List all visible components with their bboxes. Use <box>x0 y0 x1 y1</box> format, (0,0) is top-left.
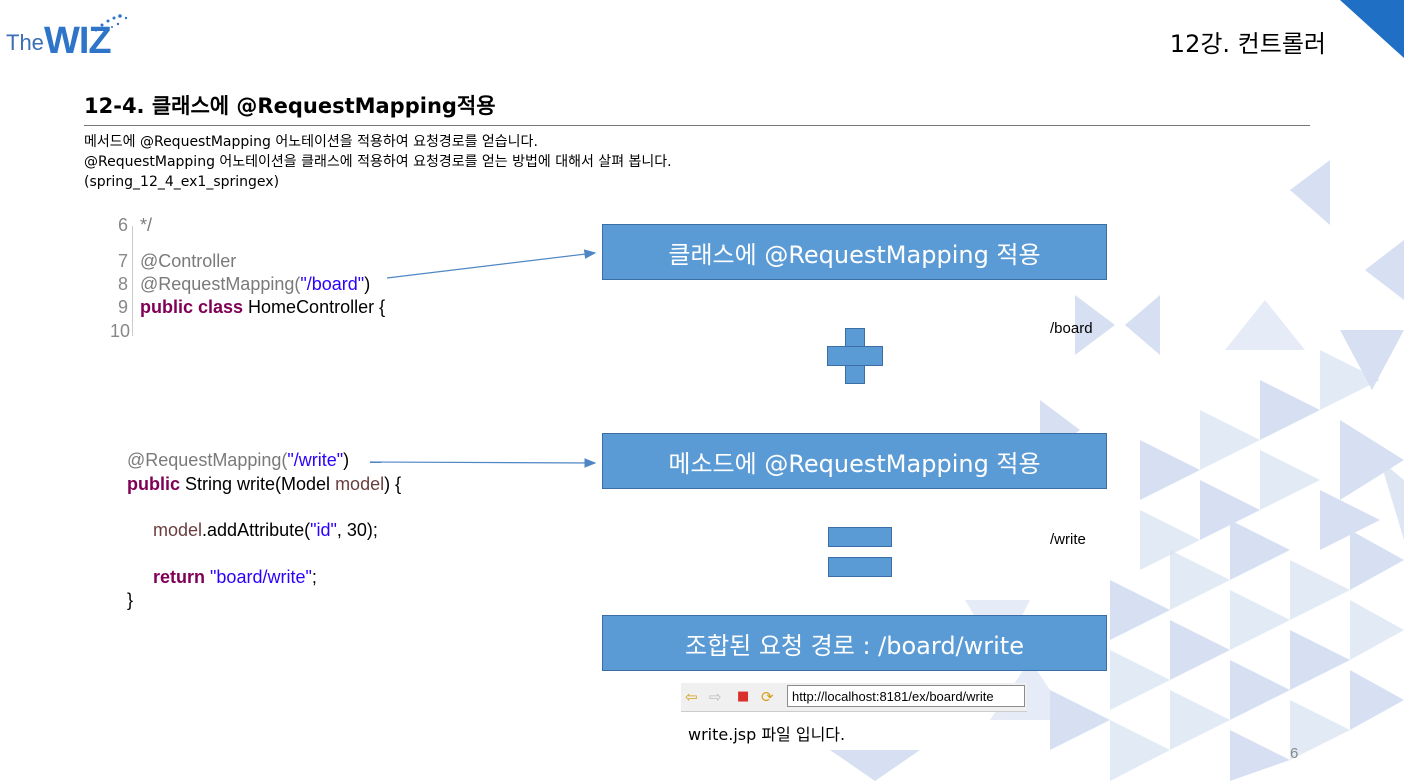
code-line: model.addAttribute("id", 30); <box>153 520 378 540</box>
code-line: public String write(Model model) { <box>127 474 402 494</box>
logo-wiz: WIZ <box>44 20 112 62</box>
code-line: 6*/ <box>117 215 153 235</box>
title-divider <box>84 125 1310 126</box>
combined-path-box: 조합된 요청 경로 : /board/write <box>602 615 1107 671</box>
sparkle-icon <box>94 14 128 32</box>
description-line: @RequestMapping 어노테이션을 클래스에 적용하여 요청경로를 얻… <box>84 154 672 170</box>
gutter-divider <box>132 226 133 336</box>
class-mapping-box: 클래스에 @RequestMapping 적용 <box>602 224 1107 280</box>
code-line: } <box>127 590 134 610</box>
back-icon[interactable]: ⇦ <box>685 688 698 706</box>
equals-icon <box>828 527 892 577</box>
code-line: 8@RequestMapping("/board") <box>117 274 371 294</box>
description-line: (spring_12_4_ex1_springex) <box>84 174 280 190</box>
result-text: write.jsp 파일 입니다. <box>688 725 846 744</box>
description-line: 메서드에 @RequestMapping 어노테이션을 적용하여 요청경로를 얻… <box>84 134 538 150</box>
board-path-label: /board <box>1050 320 1093 337</box>
arrow-method <box>369 458 597 468</box>
logo-the: The <box>6 30 44 55</box>
lecture-title: 12강. 컨트롤러 <box>1169 30 1326 58</box>
plus-icon <box>827 328 883 384</box>
refresh-icon[interactable]: ⟳ <box>761 688 774 706</box>
code-line: @RequestMapping("/write") <box>127 450 350 470</box>
forward-icon[interactable]: ⇨ <box>709 688 722 706</box>
method-mapping-box: 메소드에 @RequestMapping 적용 <box>602 433 1107 489</box>
page-number: 6 <box>1290 745 1299 762</box>
code-line: 10 <box>110 321 131 341</box>
description: 메서드에 @RequestMapping 어노테이션을 적용하여 요청경로를 얻… <box>84 132 672 192</box>
code-line: 7@Controller <box>117 251 237 271</box>
browser-toolbar: ⇦ ⇨ ■ ⟳ http://localhost:8181/ex/board/w… <box>681 683 1027 712</box>
arrow-class <box>386 249 597 279</box>
corner-triangle <box>1340 0 1404 58</box>
section-title: 12-4. 클래스에 @RequestMapping적용 <box>84 94 496 118</box>
class-code-snippet: 6*/ 7@Controller 8@RequestMapping("/boar… <box>110 215 410 341</box>
address-bar[interactable]: http://localhost:8181/ex/board/write <box>787 685 1025 707</box>
stop-icon[interactable]: ■ <box>737 689 750 704</box>
thewiz-logo: The WIZ <box>6 12 136 62</box>
code-line: return "board/write"; <box>153 567 317 587</box>
write-path-label: /write <box>1050 531 1086 548</box>
